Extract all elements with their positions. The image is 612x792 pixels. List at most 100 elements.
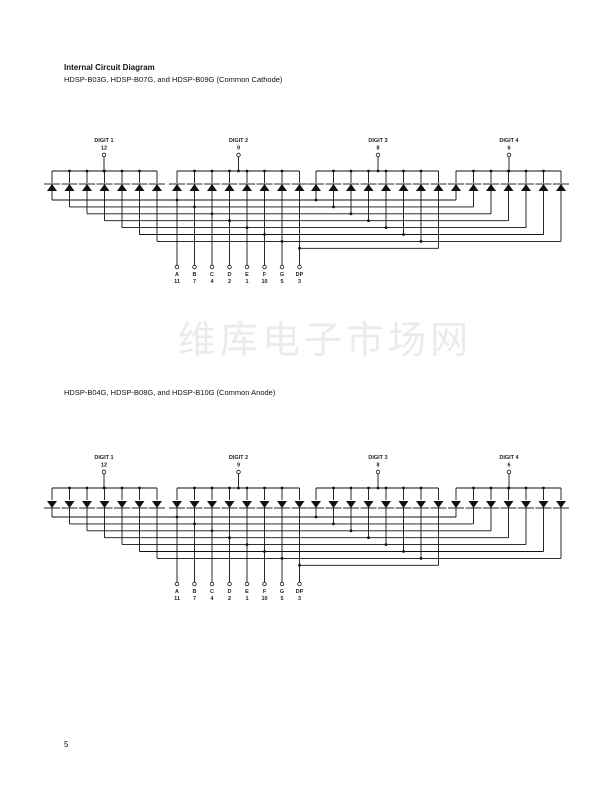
led-diode-icon: [468, 184, 479, 191]
led-diode-icon: [242, 184, 252, 191]
segment-pin-number: 11: [174, 279, 180, 285]
led-diode-icon: [207, 184, 217, 191]
led-diode-icon: [328, 501, 339, 508]
pin-terminal-icon: [209, 264, 215, 270]
pin-terminal-icon: [375, 469, 381, 475]
led-diode-icon: [172, 184, 182, 191]
junction-dot: [367, 219, 370, 223]
led-diode-icon: [503, 501, 514, 508]
led-diode-icon: [451, 501, 461, 508]
pin-terminal-icon: [101, 469, 107, 475]
segment-label: F: [263, 272, 267, 278]
segment-label: D: [228, 272, 232, 278]
digit-pin-number: 12: [101, 146, 107, 152]
led-diode-icon: [486, 501, 496, 508]
segment-pin-number: 3: [298, 596, 301, 602]
junction-dot: [68, 486, 71, 490]
led-diode-icon: [47, 184, 57, 191]
segment-label: E: [245, 589, 249, 595]
digit-label: DIGIT 3: [368, 138, 387, 144]
pin-terminal-icon: [174, 581, 180, 587]
pin-terminal-icon: [174, 264, 180, 270]
led-diode-icon: [311, 501, 321, 508]
led-diode-icon: [99, 184, 110, 191]
junction-dot: [280, 240, 284, 243]
junction-dot: [228, 169, 231, 173]
pin-terminal-icon: [262, 264, 267, 270]
led-diode-icon: [538, 184, 549, 191]
led-diode-icon: [294, 184, 305, 191]
segment-pin-number: 3: [298, 279, 301, 285]
junction-dot: [120, 486, 124, 490]
digit-pin-number: 8: [376, 146, 379, 152]
digit-pin-number: 12: [101, 463, 107, 469]
junction-dot: [384, 226, 388, 230]
junction-dot: [193, 522, 196, 526]
junction-dot: [228, 219, 231, 223]
segment-label: A: [175, 272, 179, 278]
junction-dot: [507, 486, 511, 490]
led-diode-icon: [433, 184, 444, 191]
diagram-1-subtitle: HDSP-B03G, HDSP-B07G, and HDSP-B09G (Com…: [64, 75, 283, 84]
junction-dot: [384, 169, 388, 173]
pin-terminal-icon: [244, 581, 250, 587]
segment-pin-number: 1: [245, 279, 248, 285]
pin-terminal-icon: [101, 152, 107, 158]
junction-dot: [349, 529, 353, 533]
segment-label: E: [245, 272, 249, 278]
segment-label: C: [210, 272, 214, 278]
junction-dot: [228, 536, 231, 540]
segment-label: DP: [296, 272, 304, 278]
led-diode-icon: [277, 501, 287, 508]
led-diode-icon: [311, 184, 321, 191]
junction-dot: [489, 486, 493, 490]
segment-label: G: [280, 589, 284, 595]
section-heading: Internal Circuit Diagram: [64, 63, 155, 72]
digit-label: DIGIT 3: [368, 455, 387, 461]
junction-dot: [138, 486, 141, 490]
segment-pin-number: 5: [280, 279, 283, 285]
led-diode-icon: [259, 184, 270, 191]
led-diode-icon: [486, 184, 496, 191]
digit-pin-number: 9: [237, 463, 240, 469]
junction-dot: [402, 169, 405, 173]
pin-terminal-icon: [236, 152, 241, 158]
junction-dot: [102, 169, 106, 173]
digit-pin-number: 9: [237, 146, 240, 152]
led-diode-icon: [64, 501, 75, 508]
led-diode-icon: [189, 184, 200, 191]
junction-dot: [263, 233, 266, 236]
led-diode-icon: [416, 184, 426, 191]
led-diode-icon: [207, 501, 217, 508]
junction-dot: [367, 169, 370, 173]
led-diode-icon: [189, 501, 200, 508]
junction-dot: [332, 205, 335, 209]
junction-dot: [280, 169, 284, 173]
pin-terminal-icon: [192, 581, 197, 587]
junction-dot: [384, 486, 388, 490]
segment-pin-number: 11: [174, 596, 180, 602]
junction-dot: [245, 543, 249, 546]
diagram-2-subtitle: HDSP-B04G, HDSP-B08G, and HDSP-B10G (Com…: [64, 388, 276, 397]
junction-dot: [542, 169, 545, 173]
junction-dot: [280, 486, 284, 490]
junction-dot: [245, 226, 249, 230]
junction-dot: [237, 486, 240, 490]
segment-pin-number: 7: [193, 279, 196, 285]
junction-dot: [68, 169, 71, 173]
junction-dot: [210, 529, 214, 533]
led-diode-icon: [152, 184, 162, 191]
segment-label: D: [228, 589, 232, 595]
junction-dot: [349, 169, 353, 173]
digit-label: DIGIT 4: [499, 455, 519, 461]
segment-pin-number: 7: [193, 596, 196, 602]
junction-dot: [210, 486, 214, 490]
pin-terminal-icon: [279, 581, 285, 587]
led-diode-icon: [82, 184, 92, 191]
pin-terminal-icon: [227, 264, 232, 270]
junction-dot: [85, 486, 89, 490]
led-diode-icon: [398, 184, 409, 191]
junction-dot: [419, 557, 423, 560]
junction-dot: [245, 169, 249, 173]
